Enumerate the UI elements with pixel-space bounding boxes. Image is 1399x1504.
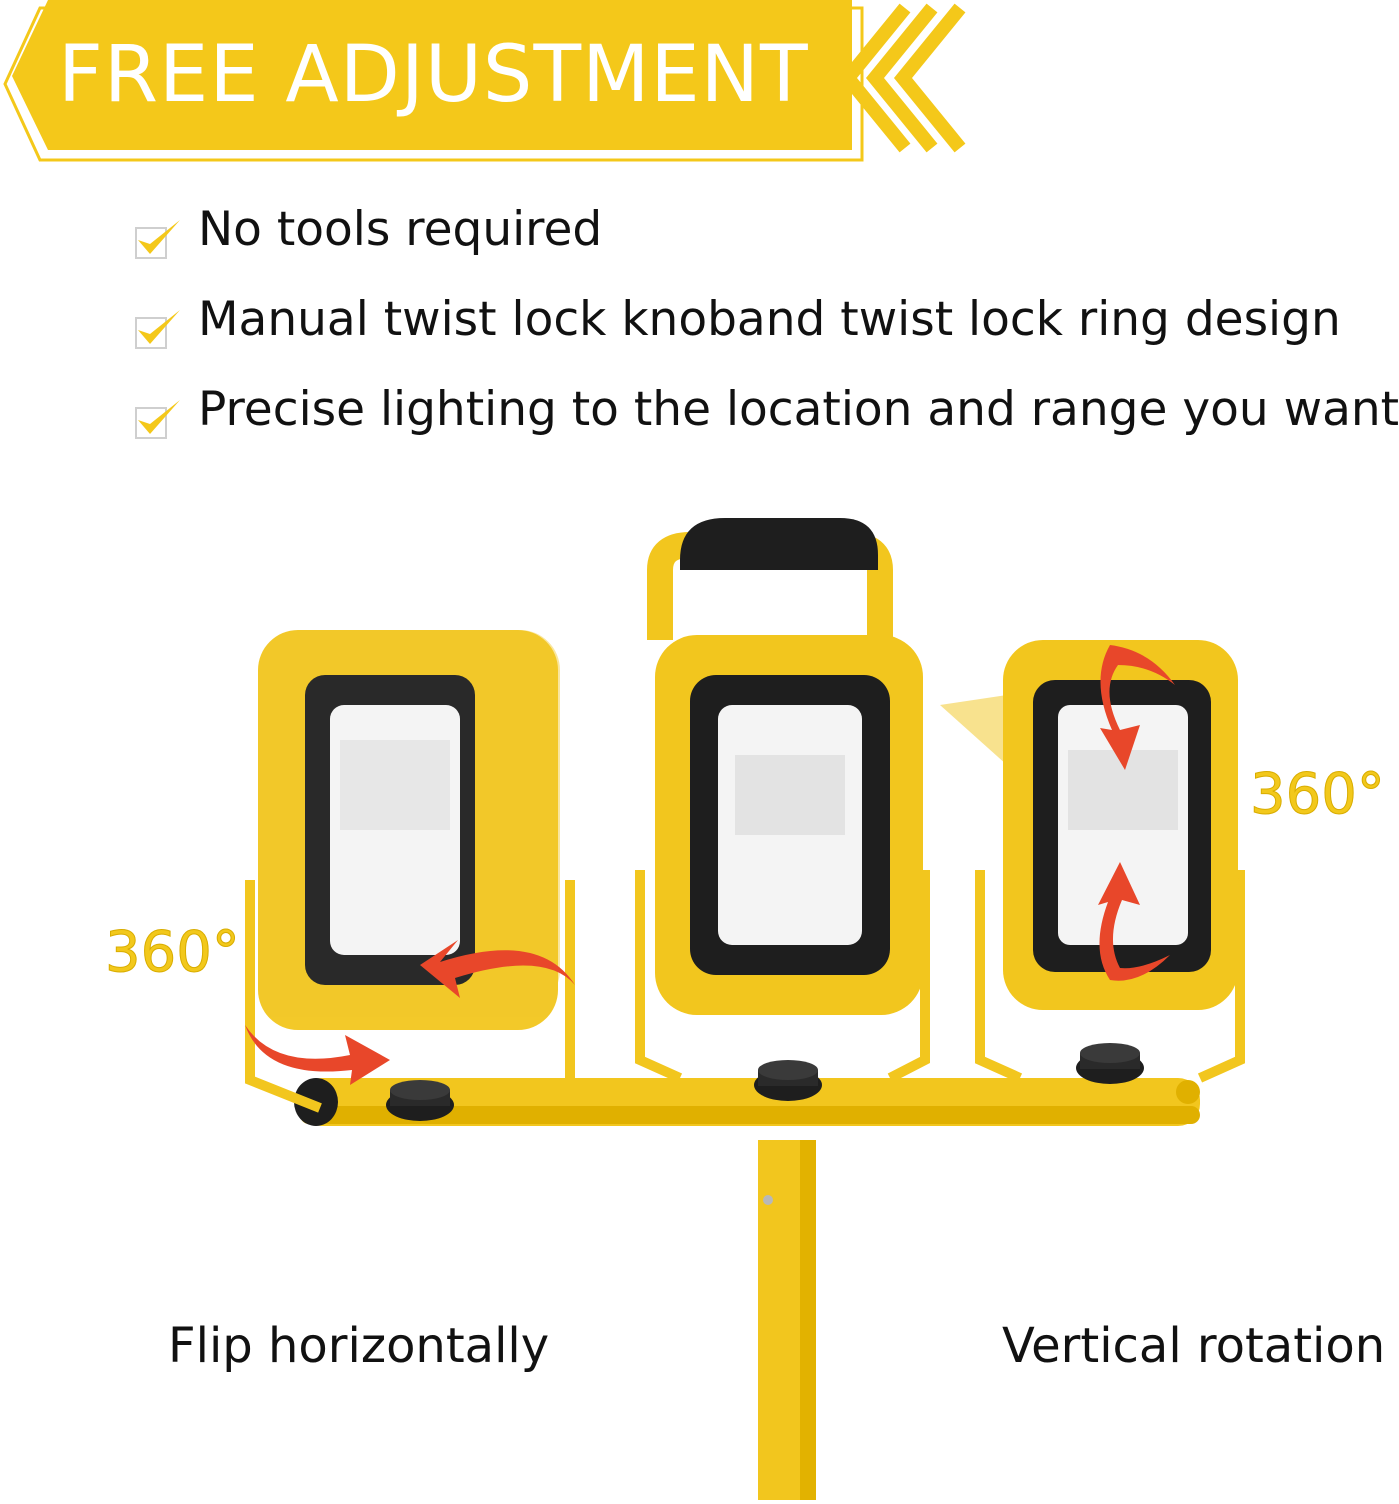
light-right — [940, 640, 1240, 1010]
light-left — [258, 630, 560, 1030]
right-degrees-label: 360° — [1250, 762, 1386, 828]
feature-item: No tools required — [130, 200, 1360, 290]
checkmark-icon — [135, 220, 180, 259]
chevron-2-icon — [865, 3, 938, 153]
work-light-stand-image — [245, 518, 1245, 1500]
rotate-arrow-horizontal-icon — [245, 940, 575, 1085]
left-degrees-label: 360° — [105, 920, 241, 986]
banner-arrow-shape — [3, 0, 966, 162]
chevron-1-icon — [838, 3, 911, 153]
feature-text: No tools required — [198, 202, 603, 257]
lock-knob-right — [1076, 1043, 1144, 1084]
header-banner: FREE ADJUSTMENT — [0, 0, 1000, 170]
right-caption: Vertical rotation — [1002, 1318, 1386, 1374]
feature-text: Manual twist lock knoband twist lock rin… — [198, 292, 1341, 347]
lock-knob-center — [754, 1060, 822, 1101]
feature-list: No tools required Manual twist lock knob… — [130, 200, 1399, 470]
feature-item: Manual twist lock knoband twist lock rin… — [130, 290, 1360, 380]
lock-knob-left — [386, 1080, 454, 1121]
banner-title: FREE ADJUSTMENT — [58, 30, 809, 120]
left-caption: Flip horizontally — [168, 1318, 550, 1374]
feature-text: Precise lighting to the location and ran… — [198, 382, 1399, 437]
chevron-3-icon — [893, 3, 966, 153]
rotate-arrow-vertical-icon — [1098, 645, 1175, 981]
light-center — [655, 635, 923, 1015]
feature-item: Precise lighting to the location and ran… — [130, 380, 1399, 470]
checkmark-icon — [135, 400, 180, 439]
product-illustration: 360° 360° Flip horizontally Vertical rot… — [0, 500, 1385, 1500]
checkmark-icon — [135, 310, 180, 349]
